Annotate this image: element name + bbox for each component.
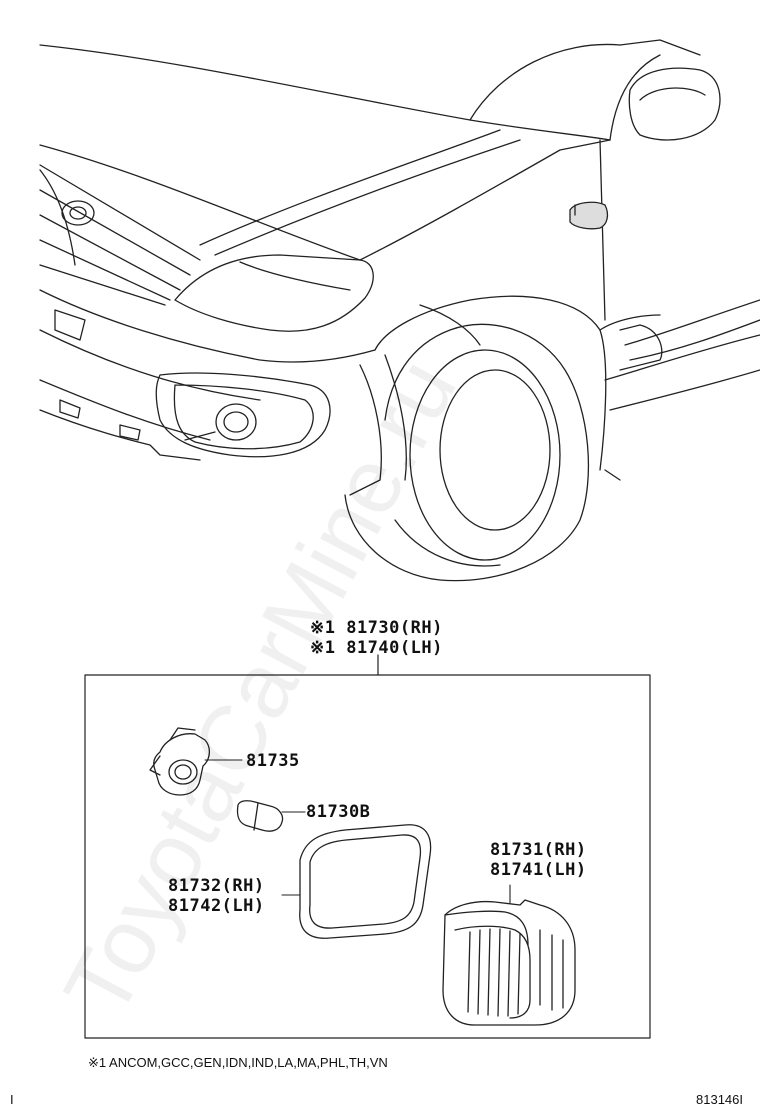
lens-part xyxy=(442,884,576,1026)
socket-part xyxy=(149,727,243,796)
assembly-label-rh: ※1 81730(RH) xyxy=(310,618,443,638)
gasket-label-lh: 81742(LH) xyxy=(168,896,265,916)
lens-label-rh: 81731(RH) xyxy=(490,840,587,860)
bulb-label: 81730B xyxy=(306,802,371,822)
assembly-label-lh: ※1 81740(LH) xyxy=(310,638,443,658)
diagram-id: 813146I xyxy=(696,1092,743,1107)
footnote: ※1 ANCOM,GCC,GEN,IDN,IND,LA,MA,PHL,TH,VN xyxy=(88,1055,388,1070)
corner-mark: I xyxy=(10,1092,14,1107)
vehicle-illustration xyxy=(39,39,760,582)
parts-box xyxy=(84,654,651,1039)
gasket-part xyxy=(281,824,432,939)
lens-label-lh: 81741(LH) xyxy=(490,860,587,880)
bulb-part xyxy=(236,800,306,832)
socket-label: 81735 xyxy=(246,751,300,771)
gasket-label-rh: 81732(RH) xyxy=(168,876,265,896)
